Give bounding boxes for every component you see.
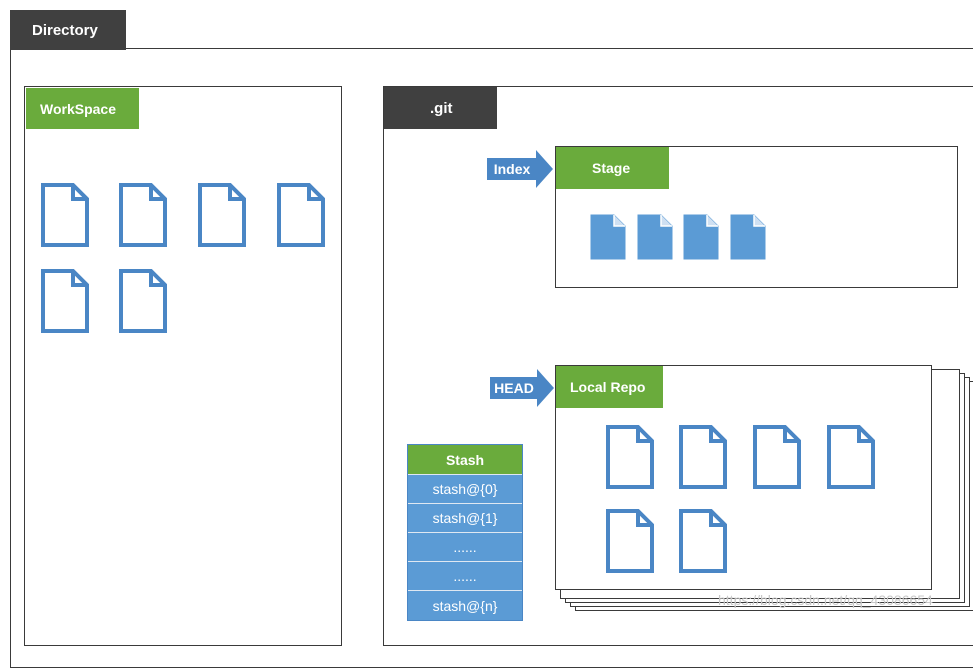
repo-file-icon (678, 424, 728, 490)
stash-entry: ...... (408, 532, 522, 561)
repo-file-icon (826, 424, 876, 490)
index-label: Index (493, 161, 531, 177)
stage-label: Stage (556, 147, 669, 189)
workspace-file-icon (118, 182, 168, 248)
repo-file-icon (678, 508, 728, 574)
staged-file-icon (637, 214, 673, 260)
staged-file-icon (683, 214, 719, 260)
repo-file-icon (752, 424, 802, 490)
stash-entry: stash@{0} (408, 474, 522, 503)
workspace-file-icon (197, 182, 247, 248)
workspace-file-icon (40, 268, 90, 334)
staged-file-icon (730, 214, 766, 260)
staged-file-icon (590, 214, 626, 260)
head-arrow-icon (490, 369, 554, 407)
index-arrow-icon (487, 150, 553, 188)
head-label: HEAD (494, 380, 534, 396)
stash-list: Stash stash@{0} stash@{1} ...... ...... … (407, 444, 523, 621)
local-repo-label: Local Repo (556, 366, 663, 408)
watermark-text: https://blog.csdn.net/qq_43086654 (718, 592, 933, 608)
workspace-panel (24, 86, 342, 646)
repo-file-icon (605, 508, 655, 574)
git-tab: .git (384, 87, 497, 129)
directory-tab: Directory (10, 10, 126, 50)
workspace-file-icon (40, 182, 90, 248)
stash-entry: ...... (408, 561, 522, 590)
stash-entry: stash@{n} (408, 590, 522, 620)
stash-entry: stash@{1} (408, 503, 522, 532)
workspace-label: WorkSpace (26, 88, 139, 129)
repo-file-icon (605, 424, 655, 490)
workspace-file-icon (276, 182, 326, 248)
stash-header: Stash (408, 445, 522, 474)
workspace-file-icon (118, 268, 168, 334)
